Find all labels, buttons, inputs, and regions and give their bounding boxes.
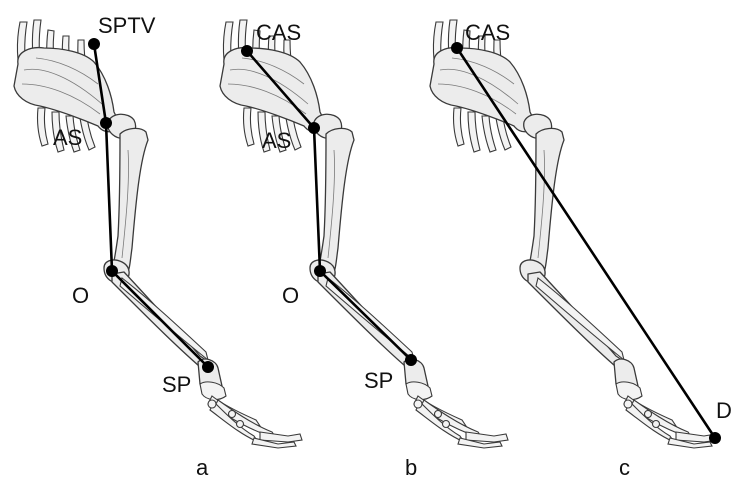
label-d-c: D xyxy=(716,398,732,423)
landmark-sptv-a xyxy=(88,38,100,50)
label-cas-c: CAS xyxy=(465,20,510,45)
label-as-a: AS xyxy=(53,125,82,150)
label-as-b: AS xyxy=(262,128,291,153)
landmark-as-b xyxy=(308,122,320,134)
landmark-cas-b xyxy=(241,45,253,57)
landmark-as-a xyxy=(100,117,112,129)
caption-b: b xyxy=(405,455,417,480)
caption-a: a xyxy=(196,455,209,480)
measurement-line-c xyxy=(457,48,715,438)
landmark-sp-b xyxy=(405,354,417,366)
landmark-sp-a xyxy=(202,361,214,373)
landmark-cas-c xyxy=(451,42,463,54)
label-cas-b: CAS xyxy=(256,20,301,45)
label-sp-a: SP xyxy=(162,372,191,397)
label-sptv-a: SPTV xyxy=(98,13,156,38)
label-sp-b: SP xyxy=(364,368,393,393)
landmark-d-c xyxy=(709,432,721,444)
label-o-b: O xyxy=(282,283,299,308)
panel-c: CAS D c xyxy=(430,20,732,480)
caption-c: c xyxy=(619,455,630,480)
landmark-o-b xyxy=(314,265,326,277)
label-o-a: O xyxy=(72,283,89,308)
forelimb-skeleton-c xyxy=(430,20,718,448)
landmark-o-a xyxy=(106,265,118,277)
